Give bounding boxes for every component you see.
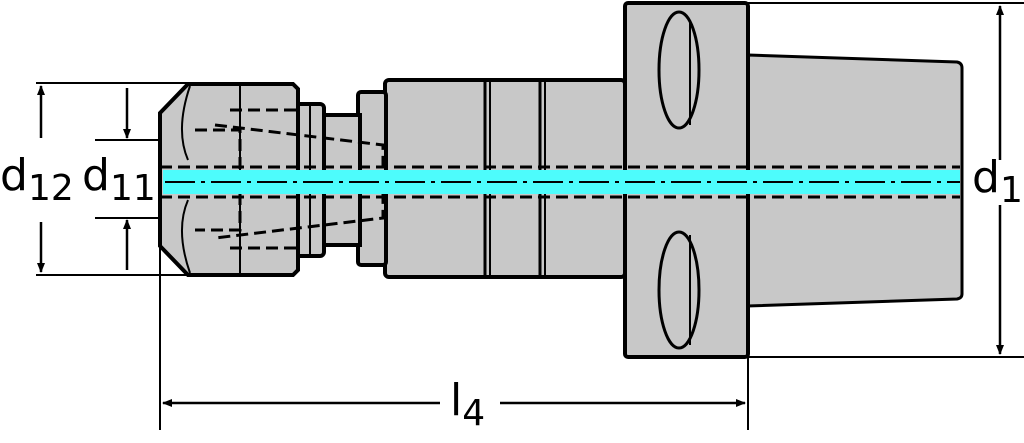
- flange-slot-bottom: [657, 230, 701, 350]
- label-d11: d11: [82, 150, 156, 209]
- flange-slot-top: [657, 10, 701, 130]
- extension-lines: [36, 2, 1024, 430]
- label-d1: d1: [972, 152, 1023, 211]
- label-l4: l4: [450, 375, 485, 434]
- label-d12: d12: [0, 150, 74, 209]
